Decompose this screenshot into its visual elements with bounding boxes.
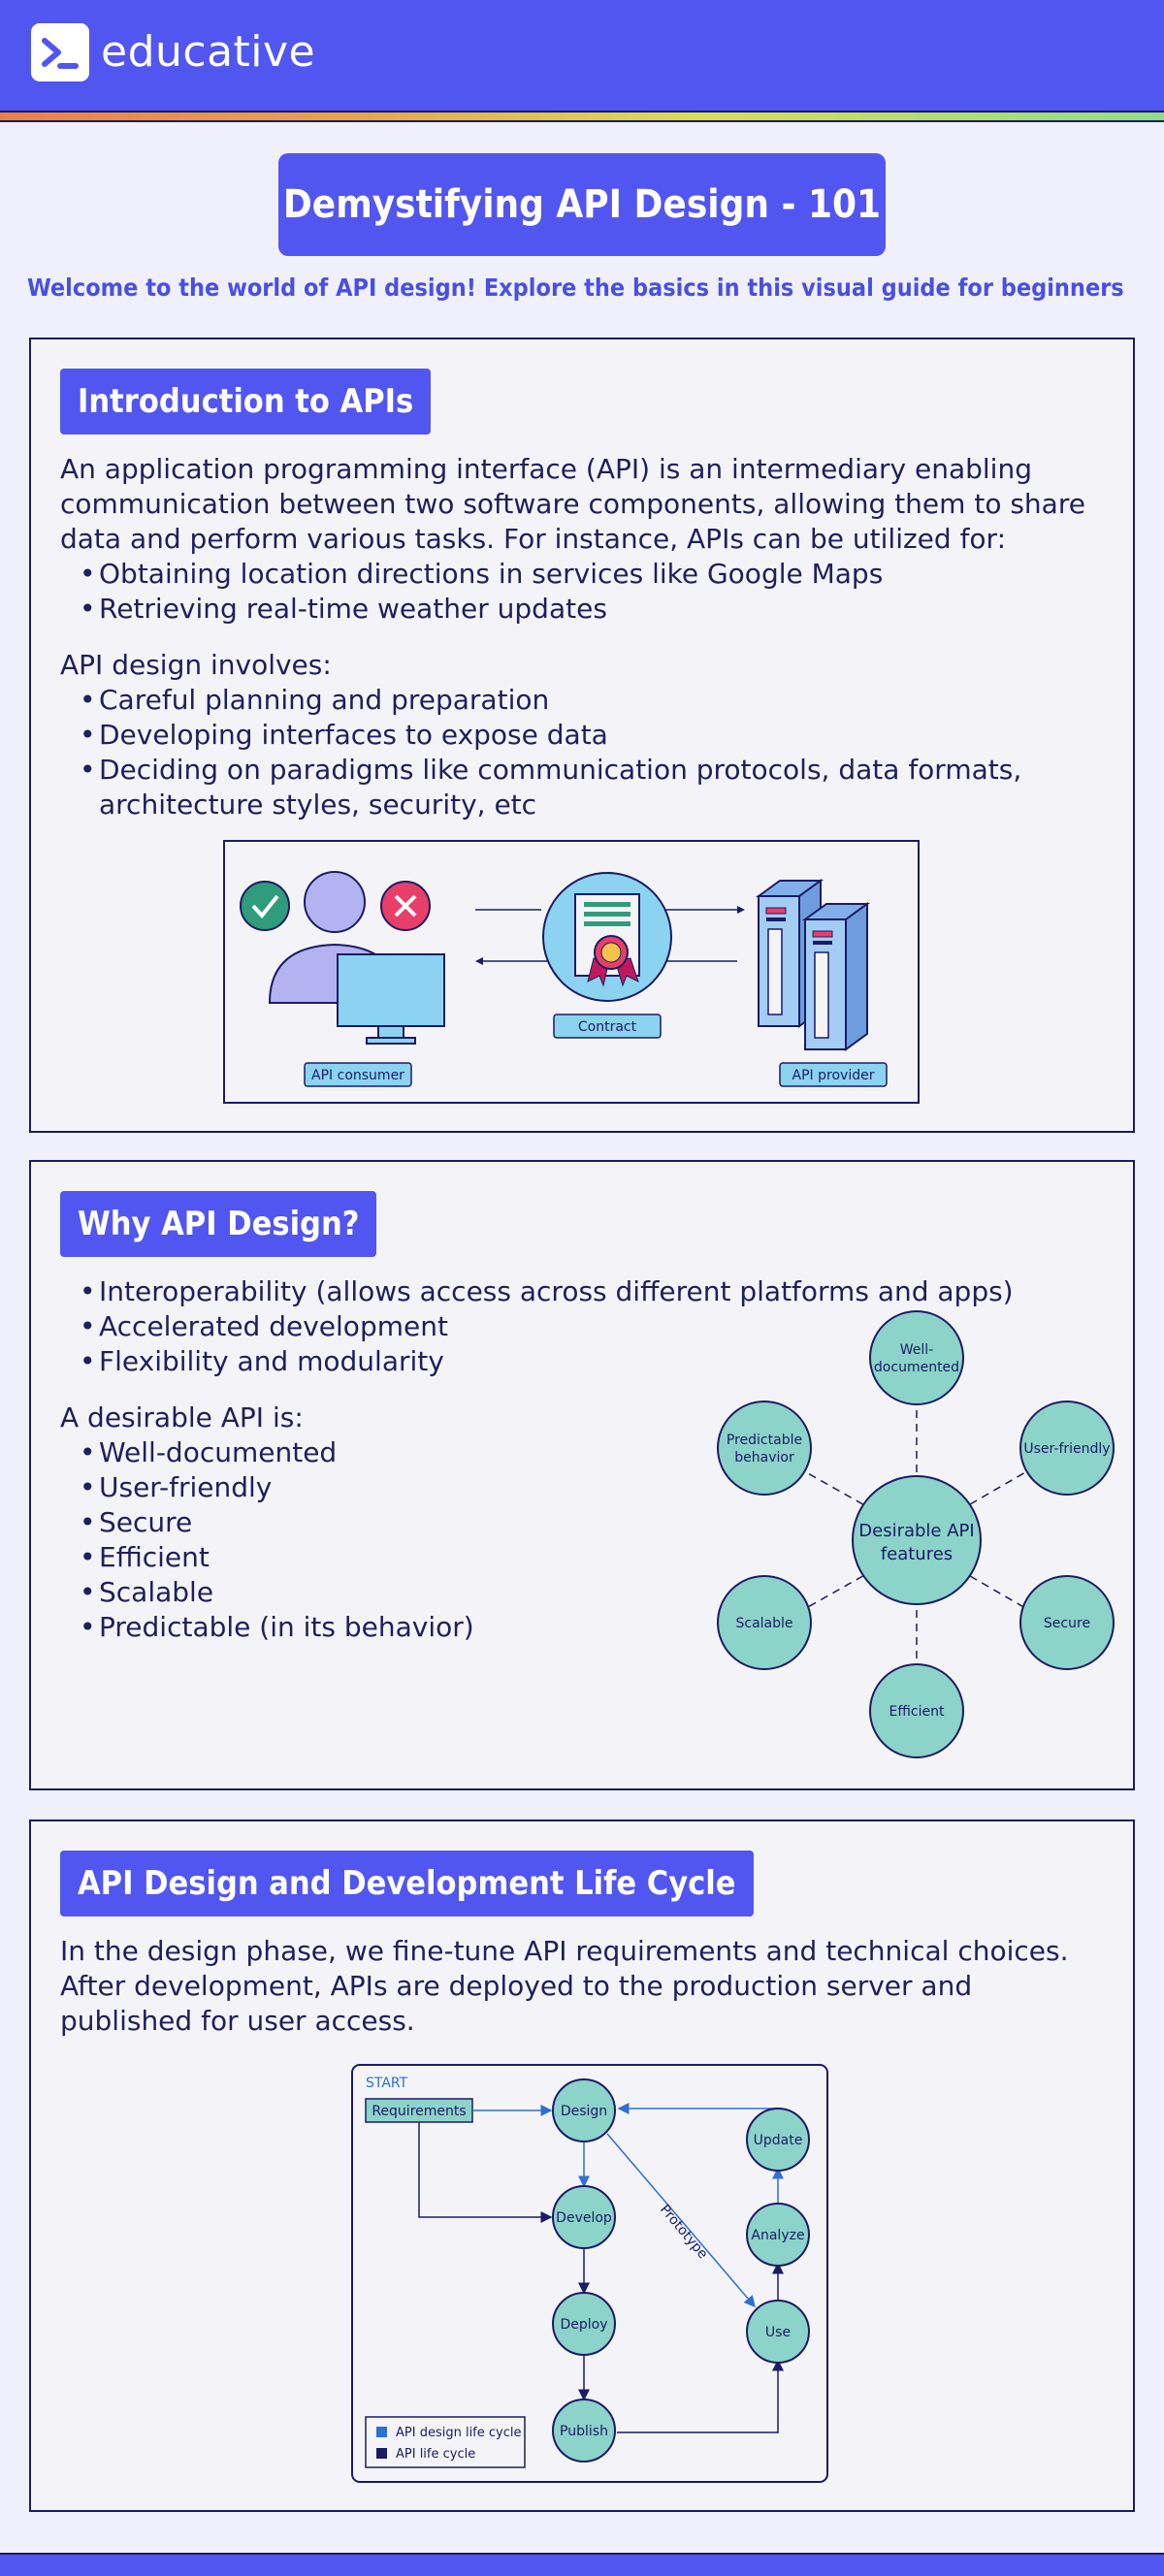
node-deploy (552, 2292, 616, 2356)
server-icon (755, 879, 871, 1051)
node-well-documented (869, 1310, 964, 1405)
node-label: Update (754, 2133, 803, 2148)
node-use (746, 2300, 810, 2364)
intro-text: An application programming interface (AP… (60, 452, 1117, 822)
center-label-line2: features (881, 1544, 953, 1564)
node-scalable (717, 1575, 812, 1670)
node-secure (1019, 1575, 1115, 1670)
node-label: Design (561, 2104, 607, 2119)
section-intro: Introduction to APIs An application prog… (29, 338, 1135, 1133)
intro-uses-list: Obtaining location directions in service… (60, 557, 1117, 627)
design-lead: API design involves: (60, 649, 332, 681)
center-node (852, 1475, 982, 1605)
node-user-friendly (1019, 1401, 1115, 1496)
node-label: documented (874, 1360, 959, 1375)
node-label: Develop (556, 2210, 612, 2226)
node-label: Well- (900, 1342, 933, 1358)
desirable-lead: A desirable API is: (60, 1401, 304, 1433)
list-item: Interoperability (allows access across d… (80, 1274, 1117, 1309)
list-item: Well-documented (80, 1435, 1117, 1470)
list-item: Accelerated development (80, 1309, 1117, 1344)
page-title: Demystifying API Design - 101 (278, 153, 886, 256)
node-label: Scalable (735, 1616, 792, 1631)
contract-label: Contract (578, 1019, 637, 1035)
check-icon (240, 881, 290, 931)
section-lifecycle: API Design and Development Life Cycle In… (29, 1819, 1135, 2512)
cross-icon (380, 881, 431, 931)
list-item: Scalable (80, 1575, 1117, 1610)
list-item: Flexibility and modularity (80, 1344, 1117, 1379)
node-label: Use (765, 2325, 791, 2340)
section-heading: Introduction to APIs (60, 369, 432, 435)
node-update (746, 2108, 810, 2172)
node-analyze (746, 2203, 810, 2267)
consumer-label: API consumer (311, 1068, 404, 1083)
list-item: Deciding on paradigms like communication… (80, 753, 1117, 822)
contract-certificate-icon (542, 872, 672, 1002)
gradient-divider (0, 111, 1164, 122)
features-hub-diagram: Desirable API features Well- documented … (681, 1307, 1127, 1773)
lifecycle-paragraph: In the design phase, we fine-tune API re… (60, 1935, 1069, 2037)
legend-swatch (376, 2427, 387, 2437)
requirements-label: Requirements (372, 2104, 466, 2119)
node-design (552, 2078, 616, 2142)
node-label: Secure (1044, 1616, 1090, 1631)
legend: API design life cycle API life cycle (365, 2416, 526, 2468)
legend-life-label: API life cycle (396, 2447, 475, 2462)
section-heading: Why API Design? (60, 1191, 377, 1257)
brand-name[interactable]: educative (101, 27, 316, 77)
design-items-list: Careful planning and preparation Develop… (60, 683, 1117, 822)
why-text: Interoperability (allows access across d… (60, 1274, 1117, 1645)
benefits-list: Interoperability (allows access across d… (60, 1274, 1117, 1379)
start-label: START (366, 2076, 408, 2091)
node-predictable (717, 1401, 812, 1496)
node-develop (552, 2185, 616, 2249)
legend-design-label: API design life cycle (396, 2426, 522, 2440)
list-item: Secure (80, 1505, 1117, 1540)
node-publish (552, 2399, 616, 2463)
node-label: User-friendly (1023, 1441, 1110, 1457)
terminal-prompt-icon[interactable] (31, 23, 89, 81)
desirable-list: Well-documented User-friendly Secure Eff… (60, 1435, 1117, 1645)
legend-swatch (376, 2448, 387, 2459)
page-subtitle: Welcome to the world of API design! Expl… (27, 274, 1124, 302)
center-label-line1: Desirable API (858, 1521, 974, 1541)
intro-paragraph: An application programming interface (AP… (60, 453, 1085, 555)
list-item: Careful planning and preparation (80, 683, 1117, 718)
section-why: Why API Design? Interoperability (allows… (29, 1160, 1135, 1790)
header-bar: educative (0, 0, 1164, 111)
node-label: Predictable (727, 1433, 802, 1448)
node-label: Publish (560, 2424, 608, 2439)
node-label: Efficient (889, 1704, 945, 1720)
lifecycle-flow-diagram: START Requirements (351, 2064, 828, 2483)
section-heading: API Design and Development Life Cycle (60, 1851, 754, 1916)
list-item: Efficient (80, 1540, 1117, 1575)
footer-bar (0, 2553, 1164, 2576)
list-item: Predictable (in its behavior) (80, 1610, 1117, 1645)
node-label: Analyze (751, 2228, 804, 2243)
list-item: User-friendly (80, 1470, 1117, 1505)
provider-label: API provider (792, 1068, 875, 1083)
api-contract-diagram: API consumer Contract (223, 840, 920, 1104)
list-item: Obtaining location directions in service… (80, 557, 1117, 592)
node-label: Deploy (560, 2317, 607, 2333)
node-efficient (869, 1663, 964, 1758)
node-label: behavior (734, 1450, 794, 1465)
list-item: Developing interfaces to expose data (80, 718, 1117, 753)
list-item: Retrieving real-time weather updates (80, 592, 1117, 627)
computer-monitor-icon (337, 953, 445, 1045)
